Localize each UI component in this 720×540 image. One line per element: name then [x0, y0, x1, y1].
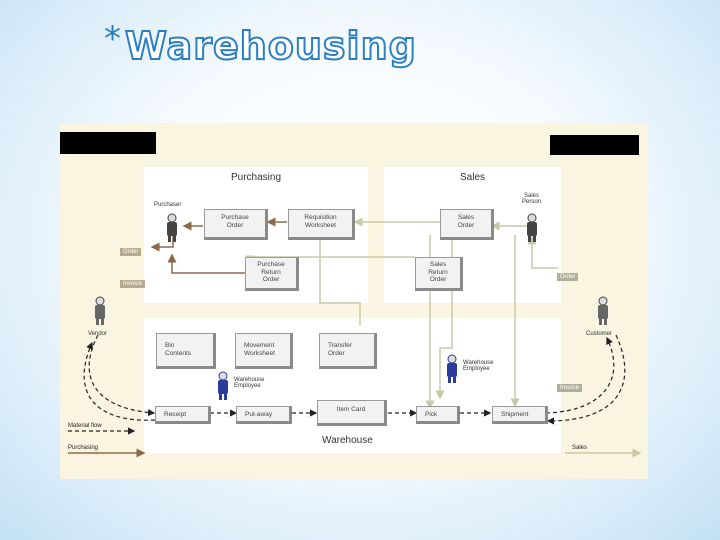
pick-box: Pick — [416, 406, 460, 424]
movement-worksheet-box: Movement Worksheet — [235, 333, 293, 369]
flow-sales-down-right — [435, 235, 453, 400]
purchase-return-order-box: Purchase Return Order — [245, 257, 299, 291]
purchaser-label: Purchaser — [154, 202, 182, 208]
receipt-box: Receipt — [155, 406, 211, 424]
sales-title: Sales — [459, 172, 485, 183]
flow-customer-shipment — [546, 334, 626, 425]
order-tag-left: Order — [120, 248, 142, 256]
black-bar-right — [550, 135, 639, 155]
warehouse-employee-2-label: Warehouse Employee — [463, 360, 494, 372]
sales-person-label: Sales Person — [522, 193, 542, 205]
requisition-worksheet-box: Requisition Worksheet — [288, 209, 355, 240]
flow-order-salesperson — [527, 235, 558, 269]
sales-person-icon — [527, 213, 537, 242]
flow-return-order-invoice — [167, 253, 245, 274]
flow-requisition-down — [319, 235, 361, 325]
flow-receipt-vendor — [83, 341, 156, 421]
warehouse-employee-label: Warehouse Employee — [234, 377, 265, 389]
customer-label: Customer — [586, 331, 613, 337]
legend-material-flow: Material flow — [68, 423, 102, 429]
vendor-icon — [95, 296, 105, 325]
black-bar-left — [60, 132, 156, 154]
legend-sales: Sales — [572, 445, 588, 451]
bin-contents-box: Bin Contents — [156, 333, 216, 369]
customer-icon — [598, 296, 608, 325]
item-card-box: Item Card — [317, 400, 387, 426]
sales-order-box: Sales Order — [440, 209, 494, 240]
warehousing-diagram: Purchasing Sales Warehouse — [60, 123, 648, 479]
warehouse-employee-2-icon — [447, 354, 457, 383]
order-tag-right: Order — [557, 273, 579, 281]
flow-shipment-customer — [545, 336, 615, 414]
flow-arrows — [68, 213, 642, 458]
sales-return-order-box: Sales Return Order — [415, 257, 463, 291]
invoice-tag-right: Invoice — [557, 384, 583, 392]
transfer-order-box: Transfer Order — [319, 333, 377, 369]
title-bullet: * — [104, 19, 121, 59]
purchaser-icon — [167, 213, 177, 242]
vendor-label: Vendor — [88, 331, 108, 337]
put-away-box: Put-away — [236, 406, 292, 424]
invoice-tag-left: Invoice — [120, 280, 146, 288]
shipment-box: Shipment — [492, 406, 548, 424]
slide-title: * Warehousing — [104, 18, 417, 78]
legend-purchasing: Purchasing — [68, 445, 99, 451]
purchase-order-box: Purchase Order — [204, 209, 268, 240]
title-text: Warehousing — [124, 23, 417, 69]
warehouse-employee-icon — [218, 371, 228, 400]
purchasing-title: Purchasing — [230, 172, 282, 183]
flow-vendor-receipt — [88, 334, 156, 417]
warehouse-title: Warehouse — [322, 435, 373, 446]
